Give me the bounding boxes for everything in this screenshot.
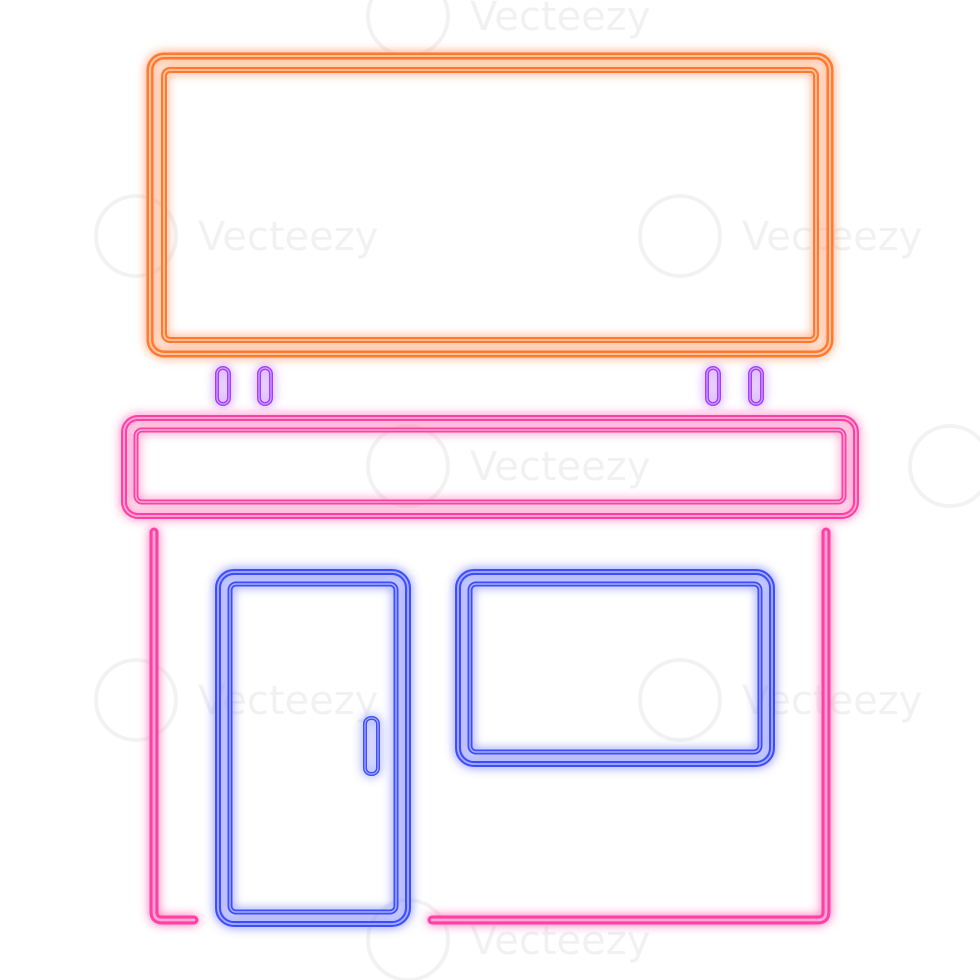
window-outer-tube: [455, 569, 775, 767]
window-outer-tube-core: [457, 571, 773, 765]
awning: [121, 415, 859, 519]
signboard-inner-tube: [161, 67, 819, 343]
window-inner-tube-core: [469, 583, 761, 753]
awning-inner-tube-core: [135, 429, 845, 503]
storefront-walls: [149, 527, 831, 925]
door-handle-icon-core: [364, 717, 379, 775]
signboard-outer-tube: [146, 52, 834, 358]
sign-post: [257, 366, 273, 406]
watermark-text: Vecteezy: [198, 214, 378, 260]
watermark-text: Vecteezy: [470, 444, 650, 490]
watermark-text: Vecteezy: [470, 918, 650, 964]
right-wall-tube-core: [430, 530, 828, 922]
sign-post: [705, 366, 721, 406]
sign-post: [748, 366, 764, 406]
sign-post-core: [216, 367, 230, 405]
left-wall-tube-core: [152, 530, 196, 922]
left-wall-tube: [149, 527, 199, 925]
watermark-text: Vecteezy: [470, 0, 650, 40]
watermark-text: Vecteezy: [198, 678, 378, 724]
right-wall-tube: [427, 527, 831, 925]
sign-post-core: [706, 367, 720, 405]
signboard-outer-tube-core: [148, 54, 832, 356]
signboard: [146, 52, 834, 358]
door-handle-icon: [363, 716, 380, 776]
sign-post: [215, 366, 231, 406]
signboard-inner-tube-core: [163, 69, 817, 341]
awning-outer-tube-core: [123, 417, 857, 517]
window-inner-tube: [467, 581, 763, 755]
door-inner-tube: [227, 581, 399, 915]
shop-window: [455, 569, 775, 767]
door: [215, 569, 411, 927]
sign-posts: [215, 366, 764, 406]
sign-post-core: [749, 367, 763, 405]
door-outer-tube-core: [217, 571, 409, 925]
door-inner-tube-core: [229, 583, 397, 913]
sign-post-core: [258, 367, 272, 405]
